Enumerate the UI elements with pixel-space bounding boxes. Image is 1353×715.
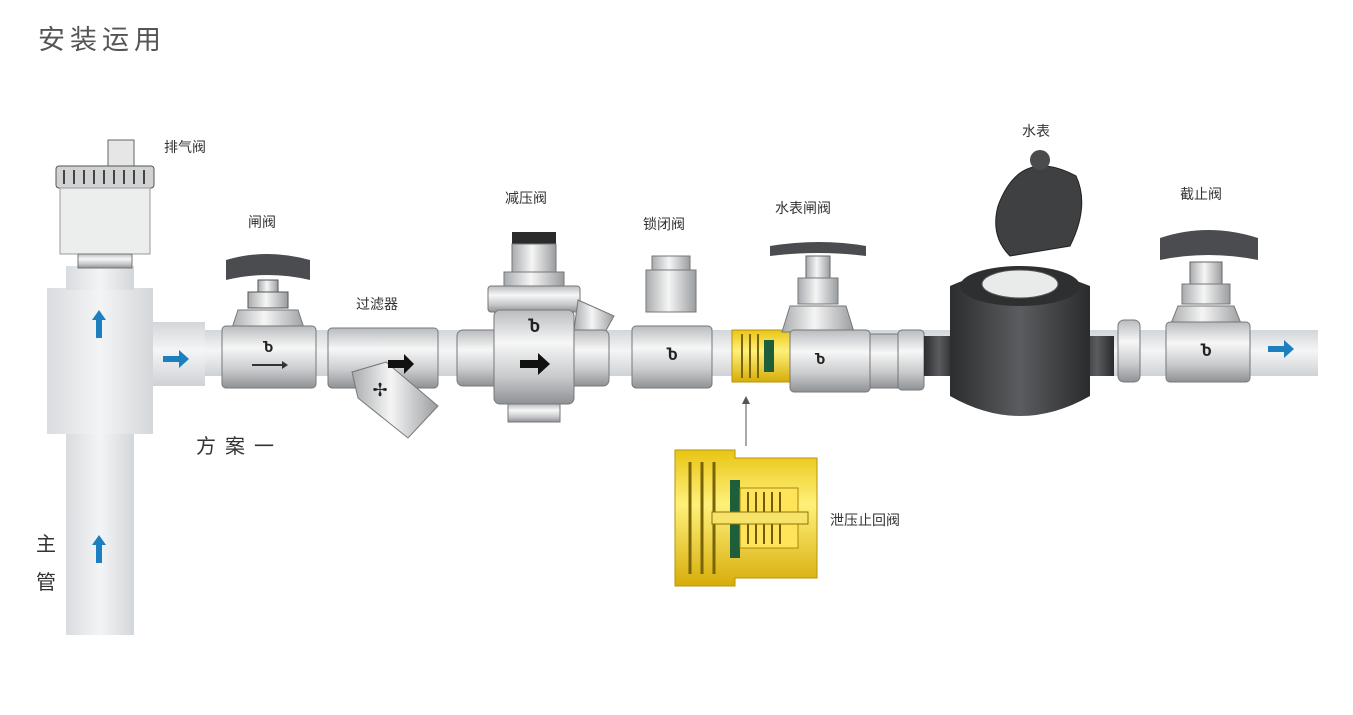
label-gate-valve: 闸阀 bbox=[248, 215, 276, 231]
air-vent-valve bbox=[55, 139, 155, 269]
label-air-vent: 排气阀 bbox=[164, 140, 206, 156]
svg-text:Ⴆ: Ⴆ bbox=[666, 346, 677, 364]
lock-valve: Ⴆ bbox=[631, 255, 713, 389]
svg-text:Ⴆ: Ⴆ bbox=[263, 340, 274, 356]
label-stop-valve: 截止阀 bbox=[1180, 187, 1222, 203]
callout-arrowhead bbox=[742, 396, 750, 404]
arrow-right-icon bbox=[1268, 340, 1294, 358]
label-water-meter: 水表 bbox=[1022, 124, 1050, 140]
meter-gate-valve: Ⴆ bbox=[770, 242, 925, 393]
check-valve-detail bbox=[674, 449, 818, 587]
tee-fitting bbox=[47, 288, 153, 434]
filter: ✢ bbox=[327, 327, 439, 439]
main-pipe bbox=[66, 420, 134, 635]
main-pipe-label-2: 管 bbox=[36, 570, 56, 594]
svg-text:✢: ✢ bbox=[372, 380, 387, 401]
label-filter: 过滤器 bbox=[356, 297, 398, 313]
main-pipe-label-1: 主 bbox=[36, 532, 56, 556]
scheme-label: 方案一 bbox=[196, 434, 283, 458]
label-pressure-reducer: 减压阀 bbox=[505, 191, 547, 207]
arrow-up-icon bbox=[92, 310, 106, 338]
arrow-up-icon bbox=[92, 535, 106, 563]
pressure-reducing-valve: Ⴆ bbox=[456, 232, 615, 423]
label-lock-valve: 锁闭阀 bbox=[643, 217, 685, 233]
check-valve-inline bbox=[731, 329, 797, 383]
label-check-valve: 泄压止回阀 bbox=[830, 513, 900, 529]
label-meter-gate-valve: 水表闸阀 bbox=[775, 201, 831, 217]
water-meter bbox=[924, 150, 1114, 416]
stop-valve: Ⴆ bbox=[1117, 230, 1258, 383]
svg-text:Ⴆ: Ⴆ bbox=[528, 317, 540, 336]
gate-valve: Ⴆ bbox=[221, 254, 317, 389]
svg-text:Ⴆ: Ⴆ bbox=[815, 352, 826, 368]
svg-text:Ⴆ: Ⴆ bbox=[1200, 342, 1211, 360]
arrow-right-icon bbox=[163, 350, 189, 368]
page-title: 安装运用 bbox=[38, 25, 166, 56]
